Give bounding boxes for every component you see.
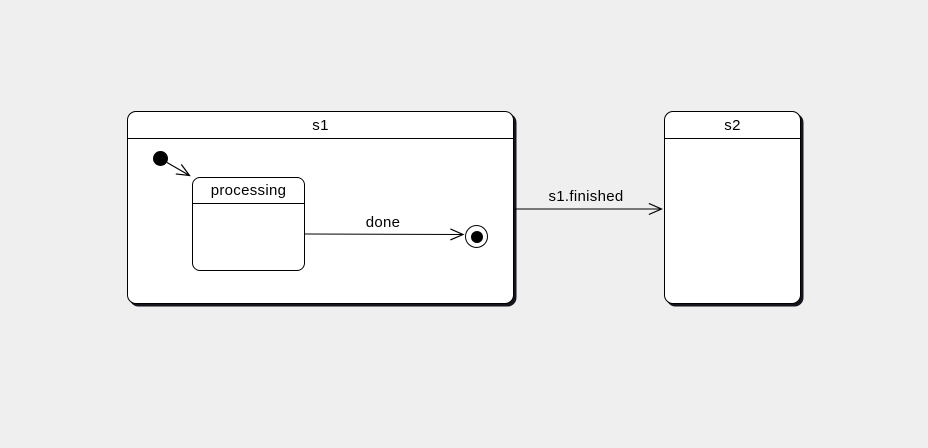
state-s2-label: s2 — [724, 116, 741, 134]
initial-state-icon[interactable] — [153, 151, 168, 166]
state-processing[interactable]: processing — [192, 177, 305, 271]
transition-s1-finished-label[interactable]: s1.finished — [548, 188, 624, 205]
state-s1[interactable]: s1 — [127, 111, 514, 304]
transition-done-label[interactable]: done — [365, 214, 401, 231]
state-s2-title-compartment: s2 — [665, 112, 800, 139]
state-s1-label: s1 — [312, 116, 329, 134]
state-processing-label: processing — [210, 182, 287, 199]
final-state-inner-dot-icon — [470, 230, 483, 243]
final-state-icon[interactable] — [465, 225, 488, 248]
state-s1-title-compartment: s1 — [128, 112, 513, 139]
state-processing-title-compartment: processing — [193, 178, 304, 204]
state-s2[interactable]: s2 — [664, 111, 801, 304]
